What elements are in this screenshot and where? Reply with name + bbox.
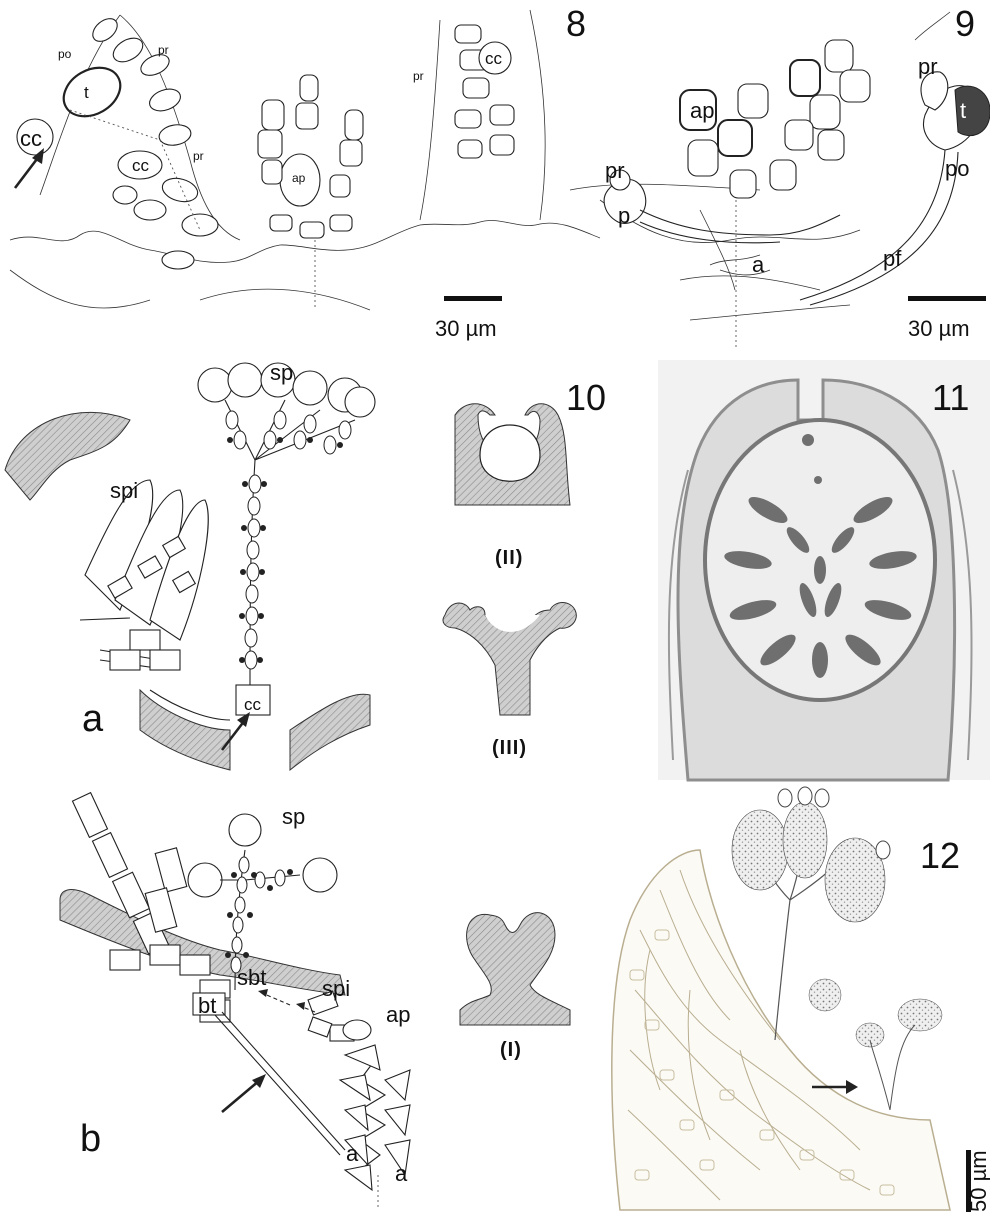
- label-t: t: [84, 84, 89, 101]
- figure-9-scale-bar: [908, 296, 986, 301]
- label-sp: sp: [282, 806, 305, 828]
- label-a: a: [752, 254, 764, 276]
- label-pr: pr: [158, 44, 169, 56]
- figure-8-scale-label: 30 µm: [435, 318, 497, 340]
- figure-8-drawing: [0, 0, 620, 330]
- label-po: po: [945, 158, 969, 180]
- panel-b-letter: b: [80, 1120, 101, 1158]
- label-cc: cc: [485, 50, 502, 67]
- panel-a-letter: a: [82, 700, 103, 738]
- figure-10-panel-a-drawing: [0, 360, 430, 780]
- label-pr: pr: [193, 150, 204, 162]
- figure-9-scale-label: 30 µm: [908, 318, 970, 340]
- label-pr: pr: [918, 56, 938, 78]
- stage-II-diagram: [440, 395, 590, 545]
- label-cc: cc: [132, 157, 149, 174]
- stage-I-label: (I): [500, 1040, 522, 1060]
- figure-12-scale-label: 50 µm: [968, 1150, 990, 1212]
- figure-8-scale-bar: [444, 296, 502, 301]
- label-cc: cc: [20, 128, 42, 150]
- label-p: p: [618, 205, 630, 227]
- figure-11-number: 11: [932, 380, 969, 416]
- label-a: a: [395, 1163, 407, 1185]
- label-bt: bt: [198, 995, 216, 1017]
- stage-I-diagram: [450, 900, 580, 1030]
- stage-III-label: (III): [492, 738, 527, 758]
- label-spi: spi: [322, 978, 350, 1000]
- label-spi: spi: [110, 480, 138, 502]
- label-pr: pr: [413, 70, 424, 82]
- label-a: a: [346, 1143, 358, 1165]
- label-po: po: [58, 48, 71, 60]
- label-pr: pr: [605, 160, 625, 182]
- label-ap: ap: [386, 1004, 410, 1026]
- label-cc: cc: [244, 696, 261, 713]
- stage-III-diagram: [440, 580, 590, 720]
- label-ap: ap: [292, 172, 305, 184]
- figure-9-number: 9: [955, 6, 975, 42]
- stage-II-label: (II): [495, 548, 523, 568]
- label-sp: sp: [270, 362, 293, 384]
- figure-11-micrograph: [658, 360, 990, 780]
- label-sbt: sbt: [237, 967, 266, 989]
- figure-12-number: 12: [920, 838, 960, 874]
- label-pf: pf: [883, 248, 901, 270]
- label-ap: ap: [690, 100, 714, 122]
- label-t: t: [960, 100, 966, 122]
